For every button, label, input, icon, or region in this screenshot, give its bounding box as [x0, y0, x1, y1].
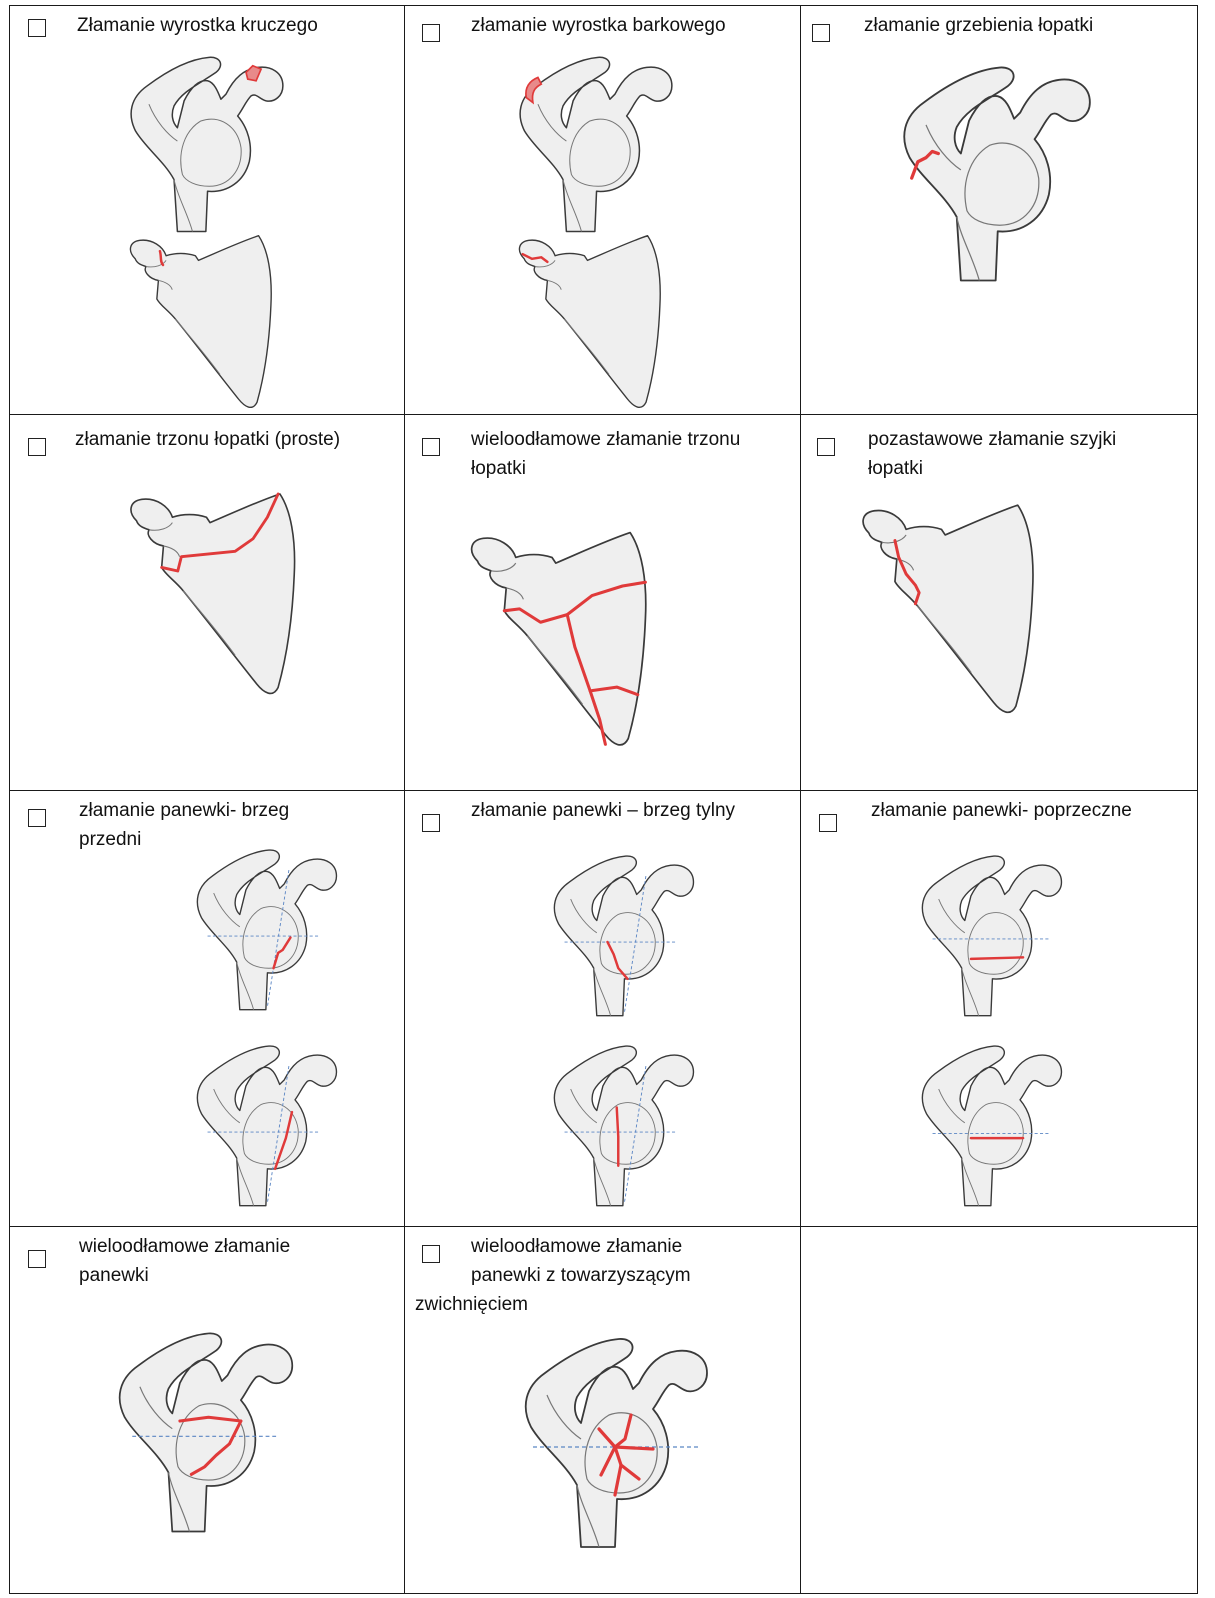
checkbox-icon[interactable]: [422, 438, 440, 456]
scapula-illustration: [503, 1335, 713, 1550]
checkbox-icon[interactable]: [28, 1250, 46, 1268]
scapula-illustration: [903, 1043, 1068, 1208]
cell-glenoid-transverse: złamanie panewki- poprzeczne: [801, 791, 1198, 1227]
scapula-illustration: [535, 853, 700, 1018]
checkbox-icon[interactable]: [28, 809, 46, 827]
cell-body-simple: złamanie trzonu łopatki (proste): [10, 415, 405, 791]
fracture-label: wieloodłamowe złamanie panewki: [79, 1232, 290, 1290]
fracture-label: złamanie wyrostka barkowego: [471, 11, 726, 40]
checkbox-icon[interactable]: [422, 814, 440, 832]
fracture-label: złamanie panewki – brzeg tylny: [471, 796, 735, 825]
cell-glenoid-comminuted: wieloodłamowe złamanie panewki: [10, 1227, 405, 1594]
checkbox-icon[interactable]: [422, 24, 440, 42]
fracture-label: złamanie trzonu łopatki (proste): [75, 425, 340, 454]
scapula-illustration: [178, 1043, 343, 1208]
scapula-illustration: [178, 847, 343, 1012]
checkbox-icon[interactable]: [28, 19, 46, 37]
checkbox-icon[interactable]: [28, 438, 46, 456]
cell-body-comminuted: wieloodłamowe złamanie trzonu łopatki: [405, 415, 801, 791]
scapula-illustration: [106, 485, 306, 700]
checkbox-icon[interactable]: [422, 1245, 440, 1263]
scapula-illustration: [449, 515, 654, 760]
fracture-label: wieloodłamowe złamanie trzonu łopatki: [471, 425, 740, 483]
cell-empty: [801, 1227, 1198, 1594]
fracture-label: Złamanie wyrostka kruczego: [77, 11, 318, 40]
fracture-classification-grid: Złamanie wyrostka kruczego złamanie wyro…: [9, 5, 1198, 1594]
cell-spine: złamanie grzebienia łopatki: [801, 6, 1198, 415]
scapula-illustration: [100, 54, 300, 234]
checkbox-icon[interactable]: [817, 438, 835, 456]
scapula-illustration: [489, 54, 689, 234]
scapula-illustration: [110, 228, 280, 413]
cell-glenoid-posterior: złamanie panewki – brzeg tylny: [405, 791, 801, 1227]
checkbox-icon[interactable]: [812, 24, 830, 42]
scapula-illustration: [499, 228, 669, 413]
scapula-illustration: [881, 61, 1096, 286]
cell-neck: pozastawowe złamanie szyjki łopatki: [801, 415, 1198, 791]
fracture-label: złamanie panewki- poprzeczne: [871, 796, 1132, 825]
cell-acromion: złamanie wyrostka barkowego: [405, 6, 801, 415]
fracture-label: złamanie panewki- brzeg przedni: [79, 796, 289, 854]
scapula-illustration: [903, 853, 1068, 1018]
fracture-label: złamanie grzebienia łopatki: [864, 11, 1093, 40]
cell-glenoid-anterior: złamanie panewki- brzeg przedni: [10, 791, 405, 1227]
scapula-illustration: [535, 1043, 700, 1208]
checkbox-icon[interactable]: [819, 814, 837, 832]
scapula-illustration: [98, 1327, 298, 1537]
scapula-illustration: [841, 495, 1041, 720]
cell-coracoid: Złamanie wyrostka kruczego: [10, 6, 405, 415]
fracture-label: pozastawowe złamanie szyjki łopatki: [868, 425, 1116, 483]
